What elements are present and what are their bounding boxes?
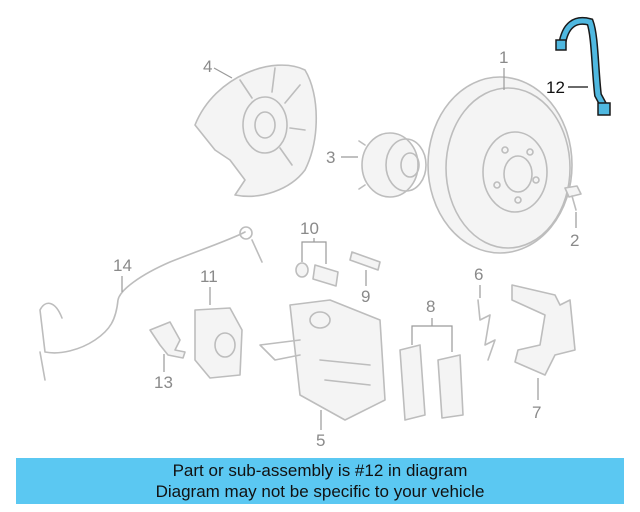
callout-7: 7 [532,403,541,422]
part-14-wear-sensor-wire[interactable] [39,226,263,381]
part-3-wheel-hub[interactable] [358,132,427,198]
part-8-brake-pads[interactable] [399,344,464,421]
callout-11: 11 [200,267,218,286]
brake-assembly-diagram: 1 2 3 4 5 6 7 [39,17,611,450]
part-11-caliper-motor[interactable] [194,307,243,379]
info-banner: Part or sub-assembly is #12 in diagram D… [16,458,624,504]
part-2-bolt[interactable] [564,185,582,211]
banner-line-2: Diagram may not be specific to your vehi… [155,482,485,501]
leader-4 [213,67,233,79]
callout-9: 9 [361,287,370,306]
callout-12: 12 [546,78,565,97]
callout-4: 4 [203,57,212,76]
leader-8 [411,318,453,352]
banner-line-1: Part or sub-assembly is #12 in diagram [172,461,468,480]
part-10-bushing-set[interactable] [295,262,339,287]
callout-5: 5 [316,431,325,450]
part-7-caliper-bracket[interactable] [511,284,576,376]
part-9-guide-pin[interactable] [349,251,381,271]
callout-10: 10 [300,219,319,238]
part-6-spring-clip[interactable] [477,299,496,361]
callout-14: 14 [113,256,132,275]
part-5-caliper[interactable] [259,299,386,421]
part-1-brake-rotor[interactable] [427,76,573,254]
callout-8: 8 [426,297,435,316]
callout-3: 3 [326,148,335,167]
callout-13: 13 [154,373,173,392]
part-12-brake-hose[interactable] [555,17,611,116]
part-13-sensor[interactable] [149,321,186,359]
callout-1: 1 [499,48,508,67]
part-4-splash-shield[interactable] [194,64,317,198]
leader-10 [301,238,327,264]
callout-2: 2 [570,231,579,250]
callout-6: 6 [474,265,483,284]
